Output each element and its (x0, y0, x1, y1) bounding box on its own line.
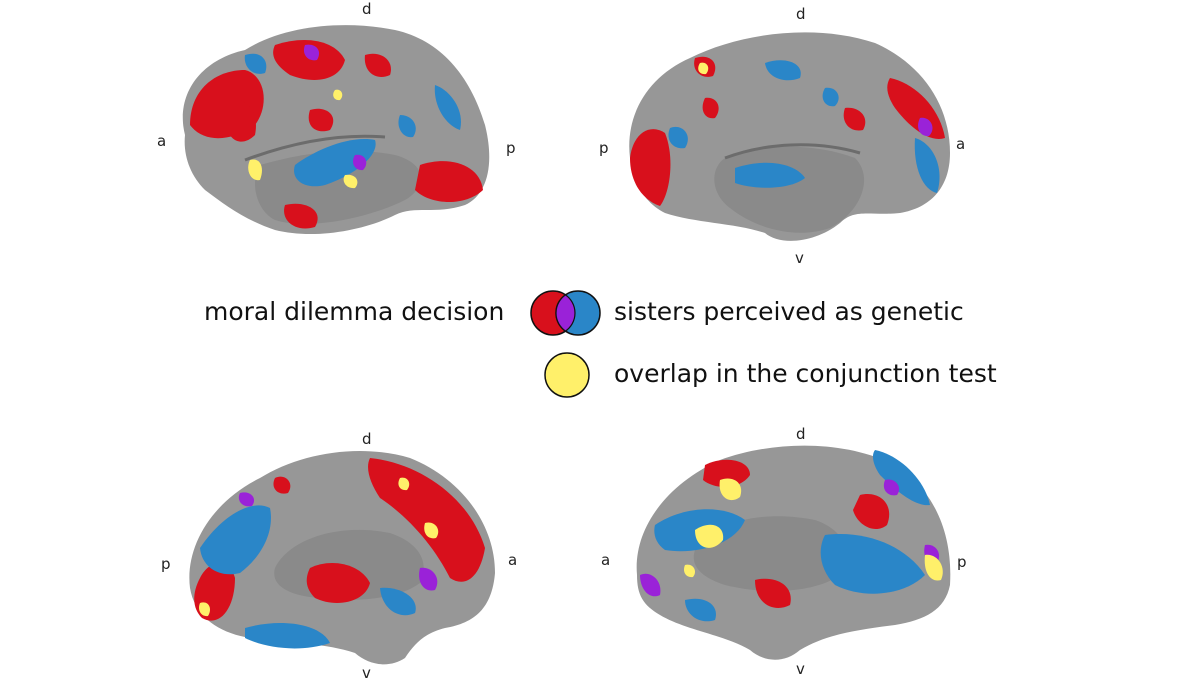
activation-conjunction-regions (248, 89, 358, 189)
activation-sisters-regions (200, 505, 416, 649)
legend-label-moral: moral dilemma decision (204, 297, 505, 326)
orientation-label-dorsal: d (362, 430, 372, 448)
lateral-sulcus (724, 143, 861, 160)
orientation-label-dorsal: d (796, 5, 806, 23)
orientation-label-dorsal: d (796, 425, 806, 443)
orientation-label-anterior: a (956, 135, 966, 153)
legend-conjunction-icon (544, 352, 590, 398)
activation-both-regions (303, 44, 367, 171)
legend-label-sisters: sisters perceived as genetic (614, 297, 964, 326)
legend-label-conjunction: overlap in the conjunction test (614, 359, 997, 388)
lateral-sulcus (244, 134, 386, 162)
activation-moral-regions (703, 459, 890, 608)
legend-circle-overlap (555, 294, 576, 332)
brain-lateral-left (182, 25, 490, 235)
brain-medial-right (636, 445, 951, 660)
activation-both-regions (238, 492, 438, 591)
brain-medial-left (189, 450, 495, 665)
orientation-label-ventral: v (795, 249, 804, 267)
cortex-surface (629, 32, 950, 241)
orientation-label-posterior: p (161, 555, 171, 573)
activation-conjunction-regions (198, 477, 439, 617)
orientation-label-anterior: a (508, 551, 518, 569)
activation-conjunction-regions (698, 62, 709, 75)
orientation-label-ventral: v (796, 660, 805, 678)
orientation-label-anterior: a (157, 132, 167, 150)
activation-conjunction-regions (683, 478, 943, 581)
legend-venn-icon (530, 290, 601, 336)
orientation-label-anterior: a (601, 551, 611, 569)
activation-sisters-regions (668, 60, 940, 193)
activation-sisters-regions (244, 53, 461, 187)
orientation-label-posterior: p (506, 139, 516, 157)
orientation-label-posterior: p (599, 139, 609, 157)
orientation-label-ventral: v (362, 664, 371, 682)
activation-both-regions (918, 117, 933, 137)
activation-moral-regions (190, 40, 483, 229)
orientation-label-posterior: p (957, 553, 967, 571)
brain-lateral-right (629, 32, 950, 241)
orientation-label-dorsal: d (362, 0, 372, 18)
